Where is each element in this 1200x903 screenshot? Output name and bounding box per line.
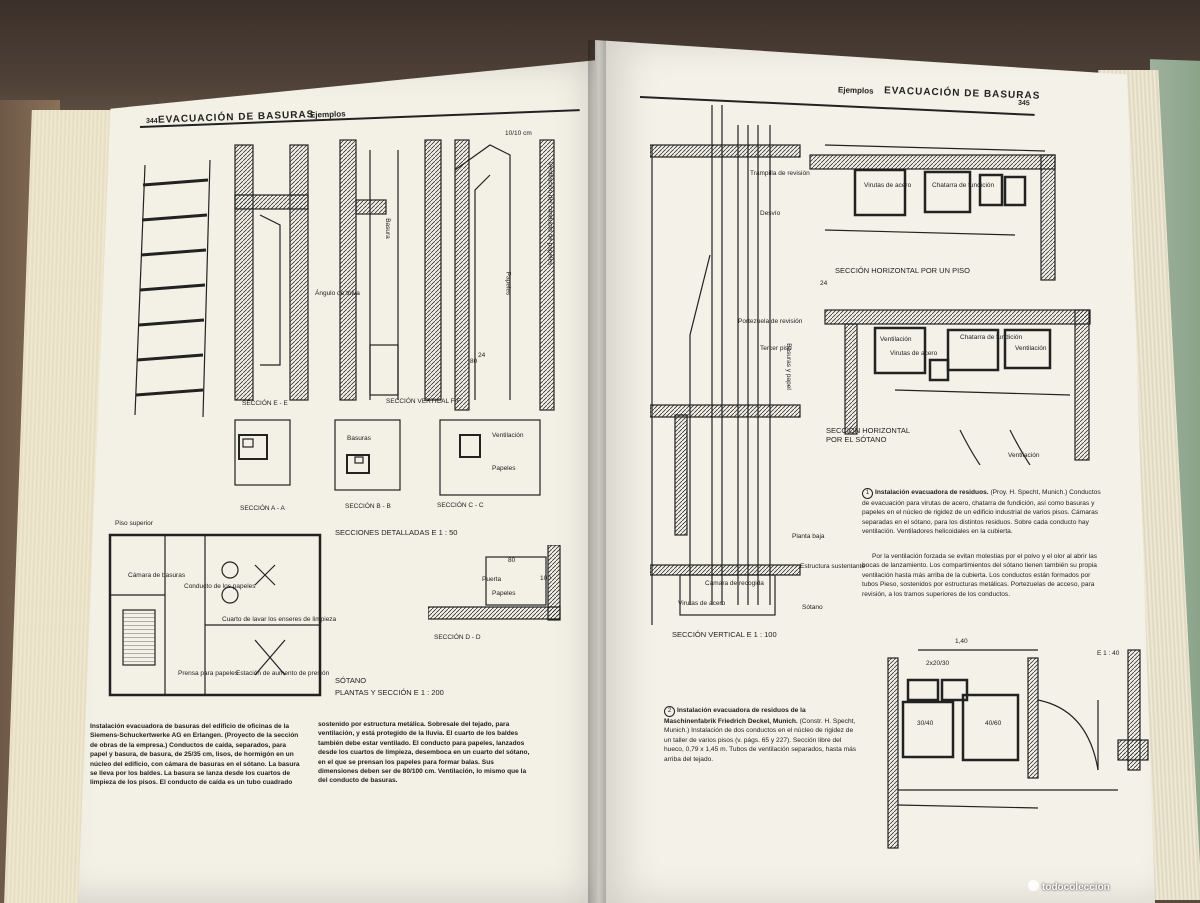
label-dim-100: 100 (540, 575, 551, 582)
label-planta-baja: Planta baja (792, 533, 825, 540)
label-dim-140: 1,40 (955, 638, 968, 645)
label-virutas-bottom: Virutas de acero (678, 600, 726, 607)
left-caption-text: sostenido por estructura metálica. Sobre… (318, 721, 530, 785)
section-d (428, 545, 561, 621)
label-angulo-tolva: Ángulo de tolva (315, 290, 360, 297)
label-estacion-prensa: Estación de aumento de presión (236, 670, 330, 677)
label-camara-basuras: Cámara de basuras (128, 572, 186, 579)
watermark-text: todocoleccion (1042, 882, 1110, 893)
label-seccion-vertical: SECCIÓN VERTICAL E 1 : 100 (672, 630, 777, 639)
left-page-number: 344 (146, 118, 158, 125)
watermark: todocoleccion (1028, 880, 1110, 893)
label-chatarra-sot: Chatarra de fundición (960, 334, 1023, 341)
caption-number-2: 2 (664, 706, 675, 717)
label-tercer-piso: Tercer piso (760, 345, 792, 352)
right-caption-2-title: Instalación evacuadora de residuos de la… (664, 707, 806, 725)
label-camara-recogida: Cámara de recogida (705, 580, 764, 587)
label-piso-superior: Piso superior (115, 520, 153, 527)
label-sotano-right: Sótano (802, 604, 823, 611)
label-dim-80-d: 80 (508, 557, 516, 564)
right-page-number: 345 (1017, 99, 1030, 108)
label-basura-vertical: Basura (383, 218, 391, 239)
label-dim-2x20-30: 2x20/30 (926, 660, 950, 667)
right-page-subtitle: Ejemplos (837, 85, 874, 96)
label-ventilacion-left: Ventilación (492, 432, 524, 439)
left-caption-bold: Instalación evacuadora de basuras del ed… (90, 723, 300, 787)
basement-plan (108, 533, 322, 697)
label-dim-1010: 10/10 cm (505, 130, 532, 137)
right-caption-1-title: Instalación evacuadora de residuos. (875, 489, 989, 496)
label-prensa-papeles: Prensa para papeles (178, 670, 238, 677)
label-ventilacion-sot2: Ventilación (1015, 345, 1047, 352)
label-desvio: Desvío (760, 210, 781, 217)
label-papeles-vertical: Papeles (504, 271, 512, 296)
label-basuras: Basuras (347, 435, 371, 442)
label-sotano-left: SÓTANO (335, 676, 367, 685)
label-sec-b: SECCIÓN B - B (345, 503, 391, 510)
label-virutas-sot: Virutas de acero (890, 350, 938, 357)
label-dim-30-40: 30/40 (917, 720, 934, 727)
right-vertical-section (650, 105, 801, 625)
label-papeles-d: Papeles (492, 590, 516, 597)
label-papeles-left: Papeles (492, 465, 516, 472)
label-trampilla: Trampilla de revisión (750, 170, 810, 177)
detail-sections (234, 419, 541, 496)
label-sec-vertical-ff: SECCIÓN VERTICAL F-F (386, 398, 461, 405)
label-ventilacion-sot: Ventilación (880, 336, 912, 343)
right-page (595, 40, 1155, 903)
label-sec-d: SECCIÓN D - D (434, 634, 481, 641)
plan-detail-1-40 (887, 649, 1149, 849)
label-ventilacion-sot3: Ventilación (1008, 452, 1040, 459)
right-caption-1b: Por la ventilación forzada se evitan mol… (862, 553, 1098, 598)
label-conducto-papeles: Conducto de los papeles (184, 583, 256, 590)
right-caption-2-text: (Constr. H. Specht, Munich.) Instalación… (664, 718, 857, 763)
horizontal-section-basement (824, 309, 1091, 465)
left-elevation-drawings (134, 139, 555, 418)
label-cuarto-lavar: Cuarto de lavar los enseres de limpieza (222, 616, 337, 623)
book-gutter (588, 40, 606, 903)
right-caption-1-text: (Proy. H. Specht, Munich.) Conductos de … (862, 489, 1101, 536)
label-dim-40-60: 40/60 (985, 720, 1002, 727)
label-dim-24-right: 24 (820, 280, 828, 287)
label-dim-24: 24 (478, 352, 486, 359)
label-e-1-40: E 1 : 40 (1097, 650, 1120, 657)
label-chatarra-top: Chatarra de fundición (932, 182, 995, 189)
label-basuras-papel: Basuras y papel (784, 343, 792, 390)
label-virutas-top: Virutas de acero (864, 182, 912, 189)
label-sec-horizontal-sotano: SECCIÓN HORIZONTAL POR EL SÓTANO (826, 426, 910, 444)
label-dim-80: 80 (470, 358, 478, 365)
label-vent-conducto: Ventilación del conducto de papeles (546, 161, 554, 266)
watermark-logo-icon (1028, 880, 1039, 891)
label-sec-horizontal-piso: SECCIÓN HORIZONTAL POR UN PISO (835, 266, 971, 275)
label-secciones-detalladas: SECCIONES DETALLADAS E 1 : 50 (335, 528, 458, 537)
label-sec-c: SECCIÓN C - C (437, 502, 484, 509)
label-sec-a: SECCIÓN A - A (240, 505, 285, 512)
label-plantas-seccion: PLANTAS Y SECCIÓN E 1 : 200 (335, 688, 444, 697)
label-sec-e: SECCIÓN E - E (242, 400, 288, 407)
caption-number-1: 1 (862, 488, 873, 499)
horizontal-section-floor (809, 144, 1056, 281)
label-portezuela: Portezuela de revisión (738, 318, 803, 325)
label-puerta: Puerta (482, 576, 502, 583)
label-estructura: Estructura sustentante (800, 563, 866, 570)
